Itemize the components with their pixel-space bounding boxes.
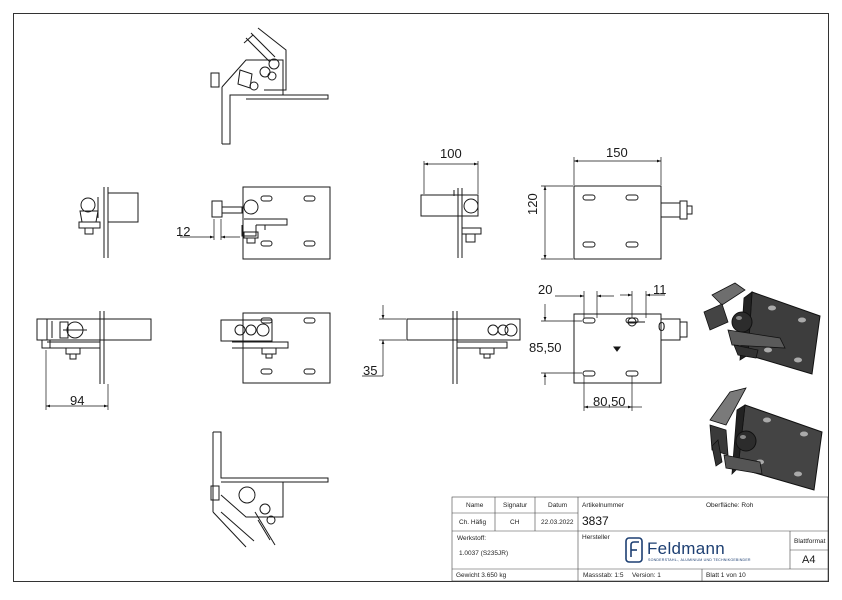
view-top-left-row2 — [36, 311, 152, 384]
tb-blattformat-value: A4 — [802, 554, 816, 566]
dim-label-11: 11 — [653, 282, 667, 297]
dim-150 — [573, 157, 662, 185]
view-back-row1 — [573, 185, 693, 260]
dim-label-85-50: 85,50 — [529, 340, 562, 355]
dim-label-12: 12 — [176, 224, 191, 239]
dim-80-50 — [583, 376, 642, 411]
tb-datum-label: Datum — [548, 502, 568, 509]
tb-massstab: Massstab: 1:5 — [583, 572, 624, 579]
dim-100 — [423, 161, 479, 194]
view-bottom-angled — [210, 431, 329, 548]
dim-label-80-50: 80,50 — [593, 394, 626, 409]
view-top-mid-row2 — [220, 312, 331, 384]
tb-datum-value: 22.03.2022 — [541, 519, 574, 526]
view-top-angled — [210, 27, 329, 145]
dim-120 — [541, 185, 573, 260]
dim-label-0: 0 — [658, 319, 666, 334]
view-side-right-row1 — [420, 188, 482, 258]
view-front-row1 — [211, 186, 331, 260]
dim-label-150: 150 — [606, 145, 628, 160]
dim-20 — [555, 291, 614, 318]
dim-94 — [45, 350, 109, 410]
dim-12 — [180, 219, 240, 240]
dim-label-35: 35 — [363, 363, 378, 378]
view-right-row2 — [573, 313, 688, 384]
view-side-left-row1 — [78, 187, 139, 258]
tb-artikelnummer-label: Artikelnummer — [582, 502, 624, 509]
tb-hersteller-label: Hersteller — [582, 534, 610, 541]
tb-signatur-label: Signatur — [503, 502, 528, 509]
isometric-render-top — [703, 282, 821, 375]
tb-werkstoff-label: Werkstoff: — [457, 535, 487, 542]
view-bottom-mid-row2 — [406, 311, 521, 384]
tb-name-label: Name — [466, 502, 484, 509]
dim-label-100: 100 — [440, 146, 462, 161]
title-block-frame — [451, 496, 829, 582]
tb-name-value: Ch. Häfig — [459, 519, 487, 526]
tb-gewicht: Gewicht 3.650 kg — [456, 572, 507, 579]
dim-label-120: 120 — [525, 193, 540, 215]
tb-blattformat-label: Blattformat — [794, 538, 826, 545]
dim-35 — [362, 305, 406, 377]
dim-label-94: 94 — [70, 393, 85, 408]
tb-brand-tagline: SONDERSTAHL-, ALUMINIUM UND TECHNIKGEBIN… — [648, 558, 751, 562]
isometric-render-bottom — [709, 387, 823, 491]
tb-werkstoff-value: 1.0037 (S235JR) — [459, 550, 509, 557]
dim-11 — [620, 291, 665, 318]
tb-oberflaeche: Oberfläche: Roh — [706, 502, 754, 509]
tb-signatur-value: CH — [510, 519, 520, 526]
sheet-border — [13, 13, 829, 582]
tb-blatt: Blatt 1 von 10 — [706, 572, 746, 579]
dim-label-20: 20 — [538, 282, 553, 297]
feldmann-logo — [625, 537, 643, 563]
tb-version: Version: 1 — [632, 572, 661, 579]
tb-artikelnummer-value: 3837 — [582, 514, 609, 528]
dim-85-50 — [541, 304, 582, 385]
tb-brand-name: Feldmann — [647, 539, 725, 558]
